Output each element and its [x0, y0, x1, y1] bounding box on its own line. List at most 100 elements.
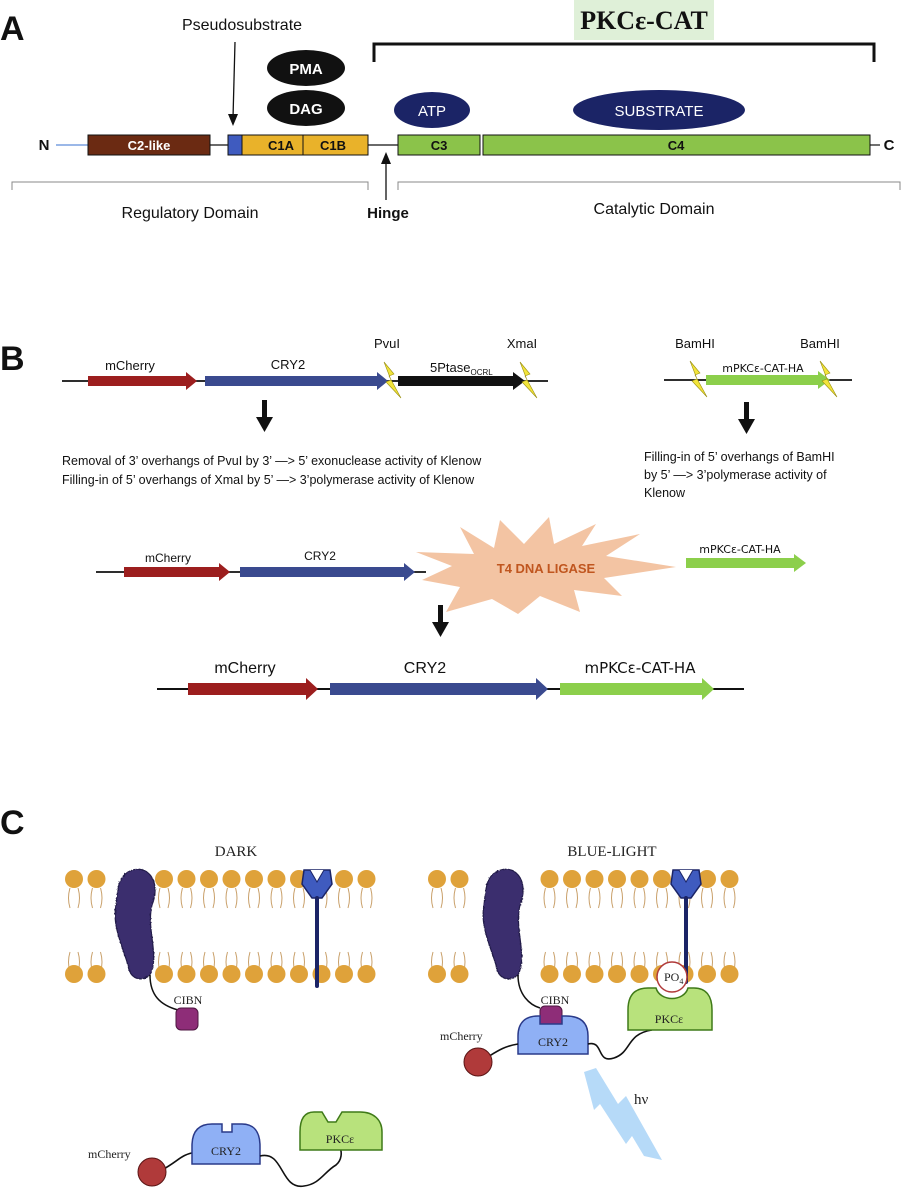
cibn-dark [175, 1007, 199, 1031]
lipid-tail [158, 887, 161, 909]
mid-cry2-label: CRY2 [304, 549, 336, 563]
blue-light-label: BLUE-LIGHT [567, 844, 656, 860]
lipid-tail [643, 887, 646, 909]
lipid-head [65, 965, 83, 983]
lipid-tail [665, 887, 668, 909]
right-note-line-3: Klenow [644, 486, 686, 500]
lipid-head [450, 870, 469, 888]
lipid-tail [280, 887, 283, 909]
xmai-cut-icon [519, 361, 538, 399]
pkce-light-label: PKCε [655, 1012, 683, 1026]
lipid-tail [180, 887, 183, 909]
lipid-tail [347, 887, 350, 909]
n-terminus-label: N [39, 137, 50, 154]
pkce-dark [299, 1111, 383, 1151]
lipid-head [540, 965, 559, 983]
lipid-head [720, 965, 739, 983]
po4-text: PO [664, 970, 680, 984]
c1-domain [241, 134, 369, 156]
mid-mcherry-label: mCherry [145, 551, 191, 565]
lipid-head [720, 870, 739, 888]
pseudosubstrate-arrowhead [228, 114, 238, 126]
regulatory-bracket [11, 181, 369, 190]
cibn-tether-light [517, 974, 541, 1009]
pkce-dark-label: PKCε [326, 1132, 354, 1146]
mcherry-dark [137, 1157, 167, 1187]
hinge-label: Hinge [367, 205, 409, 222]
receptor-head-light [670, 869, 702, 899]
hinge-arrowhead [381, 152, 391, 164]
left-down-arrow-shaft [262, 400, 267, 420]
panel-a: A PKCε-CAT Pseudosubstrate PMA DAG ATP S… [0, 0, 901, 222]
bamhi-left-cut-icon [689, 360, 708, 398]
c4-label: C4 [668, 138, 685, 153]
bamhi-right-label: BamHI [800, 336, 840, 351]
lipid-head [245, 870, 263, 888]
regulatory-label: Regulatory Domain [122, 205, 259, 222]
right-note-line-1: Filling-in of 5’ overhangs of BamHI [644, 450, 835, 464]
lipid-tail [167, 887, 170, 909]
lipid-tail [620, 887, 623, 909]
mcherry-label: mCherry [105, 358, 155, 373]
lipid-head [357, 870, 376, 888]
lipid-tail [598, 887, 601, 909]
linker-cry2-pkce-light [587, 1029, 653, 1060]
lipid-head [155, 965, 173, 983]
membrane-bilayer-light [428, 870, 739, 983]
lipid-head [585, 870, 604, 888]
lipid-head [222, 965, 241, 983]
panel-c: C DARK BLUE-LIGHT CIBN mCherry CRY2 PKCε [0, 804, 739, 1187]
mid-insert-label: mPKCε-CAT-HA [699, 543, 781, 556]
catalytic-label: Catalytic Domain [594, 201, 715, 218]
pma-ellipse [267, 50, 345, 86]
cry2-light [517, 1015, 589, 1055]
membrane-anchor-protein-light [482, 868, 524, 980]
lipid-tail [656, 887, 659, 909]
lipid-head [698, 870, 716, 888]
lipid-head [155, 870, 173, 888]
left-note-line-1: Removal of 3’ overhangs of PvuI by 3’ —>… [62, 454, 482, 468]
linker-mcherry-cry2-dark [161, 1151, 197, 1171]
lipid-head [335, 965, 353, 983]
left-down-arrowhead [256, 417, 273, 432]
final-mcherry-arrow [188, 678, 318, 700]
left-note-line-2: Filling-in of 5’ overhangs of XmaI by 5’… [62, 473, 475, 487]
lipid-tail [588, 887, 591, 909]
lipid-head [428, 870, 446, 888]
cry2-light-label: CRY2 [538, 1035, 568, 1049]
cry2-dark-label: CRY2 [211, 1144, 241, 1158]
c3-label: C3 [431, 138, 448, 153]
mcherry-arrow [88, 372, 197, 390]
right-down-arrow-shaft [744, 402, 749, 422]
lipid-head [608, 870, 626, 888]
c1b-label: C1B [320, 138, 346, 153]
panel-b-label: B [0, 340, 25, 378]
cibn-tether-dark [149, 974, 179, 1011]
dag-ellipse [267, 90, 345, 126]
lipid-tail [302, 887, 305, 909]
bamhi-right-cut-icon [819, 360, 838, 398]
insert-label: mPKCε-CAT-HA [722, 362, 804, 375]
lipid-head [630, 965, 649, 983]
lipid-head [585, 965, 604, 983]
lipid-head [563, 870, 581, 888]
ptase-name: 5Ptase [430, 360, 470, 375]
pvui-cut-icon [383, 361, 402, 399]
lipid-tail [701, 887, 704, 909]
lipid-head [245, 965, 263, 983]
ligase-label: T4 DNA LIGASE [497, 561, 596, 576]
pma-label: PMA [289, 61, 323, 78]
insert-arrow [706, 371, 830, 389]
c-terminus-label: C [884, 137, 895, 154]
blue-light-bolt-icon [584, 1068, 662, 1160]
final-insert-label: mPKCε-CAT-HA [585, 659, 697, 677]
mid-down-arrow-shaft [438, 605, 443, 625]
lipid-tail [212, 887, 215, 909]
mcherry-light [463, 1047, 493, 1077]
lipid-tail [270, 887, 273, 909]
lipid-tail [225, 887, 228, 909]
lipid-tail [633, 887, 636, 909]
c3-domain [397, 134, 481, 156]
final-cry2-label: CRY2 [404, 660, 446, 677]
lipid-head [267, 870, 286, 888]
